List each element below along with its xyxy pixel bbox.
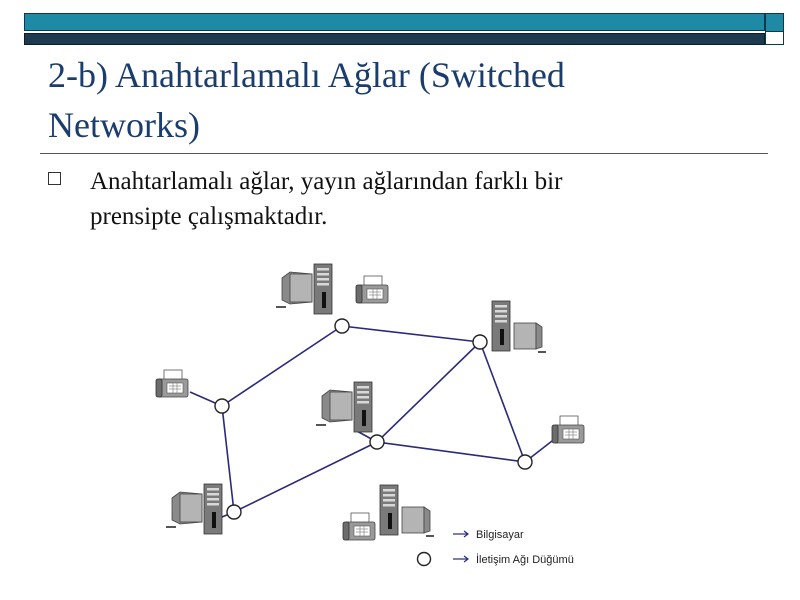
link-3 bbox=[221, 405, 235, 513]
link-5 bbox=[376, 341, 481, 443]
title-divider bbox=[40, 153, 768, 154]
fax-icon bbox=[155, 369, 189, 398]
legend-node-label: İletişim Ağı Düğümü bbox=[476, 553, 574, 566]
computer-icon bbox=[379, 484, 435, 538]
network-node bbox=[214, 398, 230, 414]
fax-icon bbox=[551, 415, 585, 444]
diagram-legend: Bilgisayar İletişim Ağı Düğümü bbox=[416, 529, 574, 567]
header-accent-bar bbox=[24, 13, 765, 31]
switched-network-diagram: Bilgisayar İletişim Ağı Düğümü bbox=[155, 263, 585, 567]
legend-node-icon bbox=[416, 551, 432, 567]
fax-icon bbox=[342, 512, 376, 541]
slide-title-line-2: Networks) bbox=[48, 105, 200, 145]
computer-icon bbox=[315, 381, 373, 433]
legend-computer-label: Bilgisayar bbox=[476, 529, 524, 541]
network-node bbox=[369, 434, 385, 450]
bullet-text-line-2: prensipte çalışmaktadır. bbox=[90, 203, 328, 230]
network-node bbox=[472, 334, 488, 350]
fax-icon bbox=[355, 275, 389, 304]
bullet-text-line-1: Anahtarlamalı ağlar, yayın ağlarından fa… bbox=[90, 168, 563, 195]
slide-title-line-1: 2-b) Anahtarlamalı Ağlar (Switched bbox=[48, 55, 565, 95]
header-corner-square bbox=[765, 13, 784, 45]
link-1 bbox=[341, 325, 481, 343]
square-bullet-icon bbox=[48, 172, 61, 185]
link-7 bbox=[479, 341, 526, 463]
network-node bbox=[226, 504, 242, 520]
computer-icon bbox=[275, 263, 333, 315]
bullet-text: Anahtarlamalı ağlar, yayın ağlarından fa… bbox=[90, 164, 740, 234]
slide-title: 2-b) Anahtarlamalı Ağlar (Switched Netwo… bbox=[48, 50, 748, 150]
computer-icon bbox=[165, 483, 223, 535]
computer-icon bbox=[491, 300, 547, 354]
link-6 bbox=[376, 441, 526, 463]
header-dark-bar bbox=[24, 33, 765, 45]
network-node bbox=[517, 454, 533, 470]
network-node bbox=[334, 318, 350, 334]
link-2 bbox=[221, 325, 343, 407]
link-4 bbox=[233, 441, 378, 513]
